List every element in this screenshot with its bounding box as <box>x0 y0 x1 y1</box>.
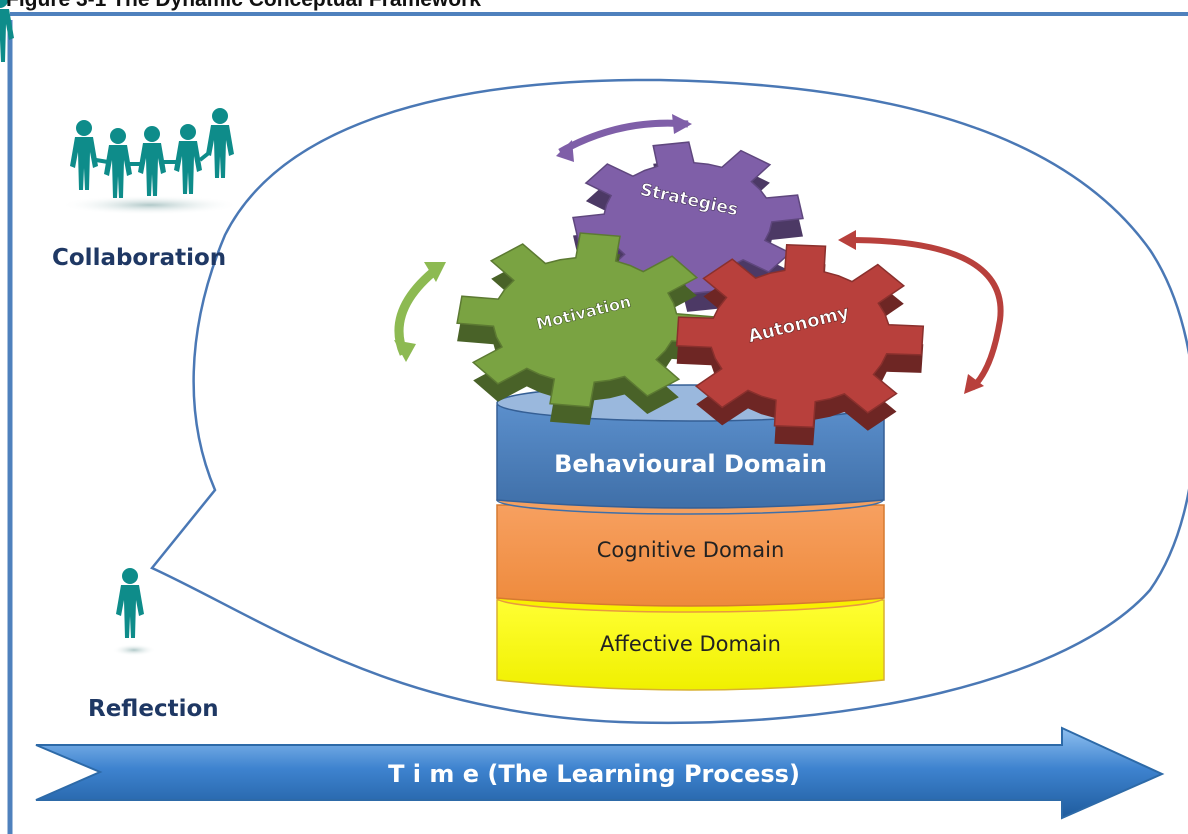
time-arrow <box>35 726 1165 820</box>
affective-domain-label: Affective Domain <box>600 632 781 656</box>
reflection-person-icon <box>112 568 156 656</box>
time-arrow-label: T i m e (The Learning Process) <box>388 760 800 788</box>
motivation-gear: Motivation <box>456 232 714 425</box>
affective-domain-layer <box>496 599 885 691</box>
behavioural-domain-label: Behavioural Domain <box>554 450 827 478</box>
autonomy-curved-arrow <box>847 237 1004 391</box>
cognitive-domain-label: Cognitive Domain <box>596 538 785 562</box>
reflection-label: Reflection <box>88 696 219 722</box>
figure-caption: Figure 3-1 The Dynamic Conceptual Framew… <box>6 0 481 12</box>
collaboration-label: Collaboration <box>52 245 227 271</box>
autonomy-gear: Autonomy <box>675 244 925 446</box>
domain-stack <box>496 384 885 691</box>
cognitive-domain-layer <box>496 504 885 607</box>
collaboration-people-icon <box>0 0 240 215</box>
